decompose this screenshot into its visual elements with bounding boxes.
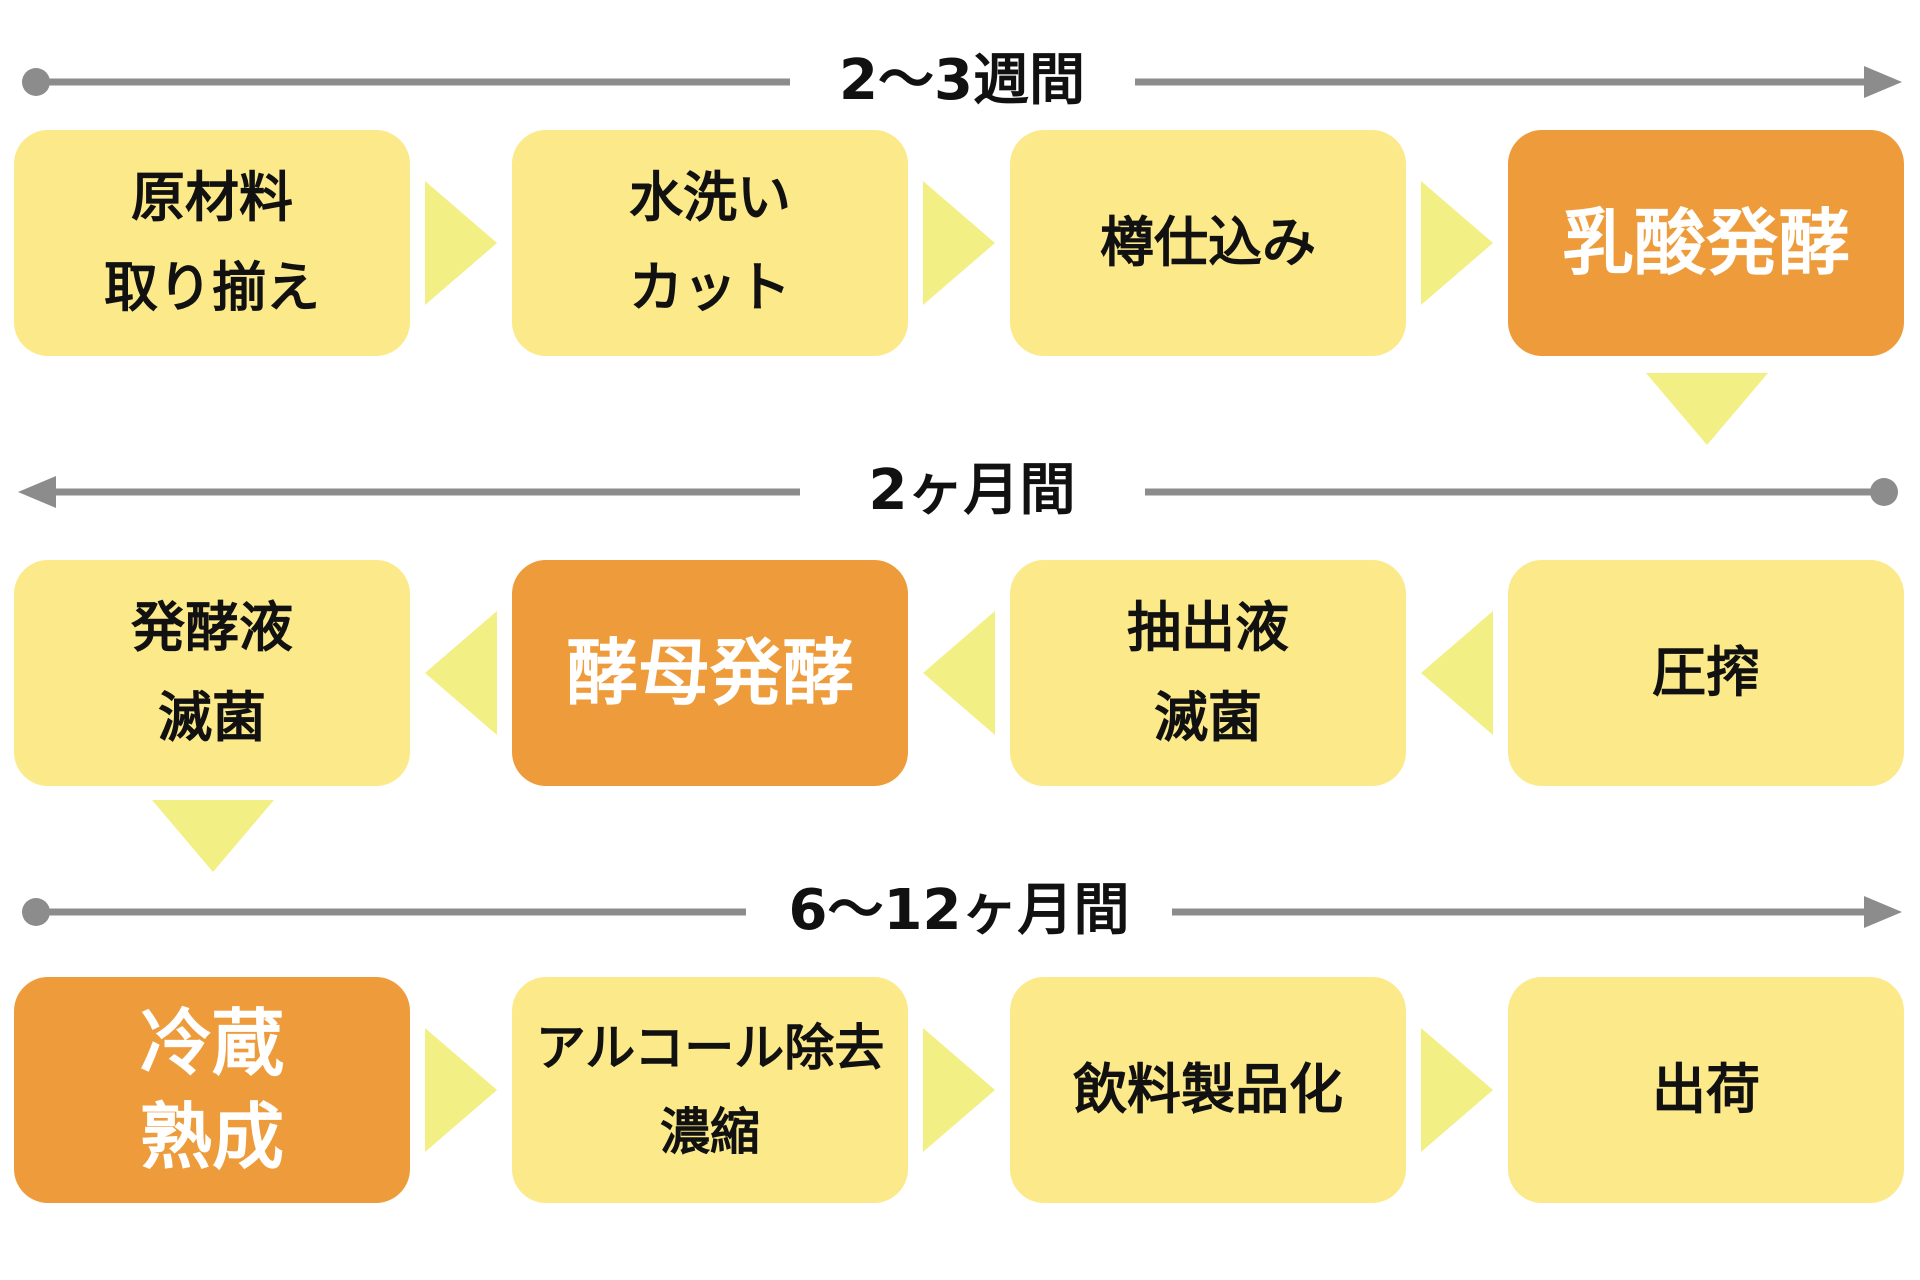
step-box-ferment-sterilize: 発酵液 滅菌: [14, 560, 410, 786]
connector-arrow-right: [923, 181, 995, 305]
step-label: 水洗い カット: [629, 166, 791, 319]
timeline-row-1: [22, 66, 1902, 98]
timeline-row-3: [22, 896, 1902, 928]
connector-arrow-left: [425, 611, 497, 735]
step-label: 発酵液 滅菌: [131, 596, 293, 749]
step-box-cold-aging: 冷蔵 熟成: [14, 977, 410, 1203]
timeline-arrowhead-left: [18, 476, 56, 508]
step-box-alcohol-removal: アルコール除去 濃縮: [512, 977, 908, 1203]
connector-arrow-left: [923, 611, 995, 735]
step-label: 酵母発酵: [565, 631, 854, 715]
step-label: 出荷: [1652, 1058, 1760, 1121]
connector-arrow-left: [1421, 611, 1493, 735]
step-box-wash-cut: 水洗い カット: [512, 130, 908, 356]
step-box-raw-materials: 原材料 取り揃え: [14, 130, 410, 356]
connector-arrow-right: [923, 1028, 995, 1152]
duration-label-row-3: 6〜12ヶ月間: [788, 878, 1130, 943]
connector-arrow-right: [1421, 1028, 1493, 1152]
step-label: 圧搾: [1652, 641, 1760, 704]
timeline-arrowhead-right: [1864, 896, 1902, 928]
step-box-lactic-fermentation: 乳酸発酵: [1508, 130, 1904, 356]
step-label: 原材料 取り揃え: [104, 166, 320, 319]
step-box-pressing: 圧搾: [1508, 560, 1904, 786]
step-label: アルコール除去 濃縮: [535, 1019, 885, 1161]
connector-arrow-down: [152, 800, 274, 872]
timeline-start-dot: [1870, 478, 1898, 506]
step-label: 冷蔵 熟成: [139, 1001, 284, 1179]
step-label: 乳酸発酵: [1561, 201, 1850, 285]
step-box-barrel: 樽仕込み: [1010, 130, 1406, 356]
connector-arrow-down: [1646, 373, 1768, 445]
duration-label-row-2: 2ヶ月間: [868, 458, 1076, 523]
step-label: 樽仕込み: [1100, 211, 1316, 274]
step-box-yeast-fermentation: 酵母発酵: [512, 560, 908, 786]
step-label: 抽出液 滅菌: [1127, 596, 1289, 749]
step-box-shipping: 出荷: [1508, 977, 1904, 1203]
connector-arrow-right: [425, 1028, 497, 1152]
connector-arrow-right: [425, 181, 497, 305]
timeline-row-2: [18, 476, 1898, 508]
step-box-beverage-production: 飲料製品化: [1010, 977, 1406, 1203]
step-box-extract-sterilize: 抽出液 滅菌: [1010, 560, 1406, 786]
duration-label-row-1: 2〜3週間: [839, 48, 1085, 113]
step-label: 飲料製品化: [1073, 1058, 1343, 1121]
timeline-arrowhead-right: [1864, 66, 1902, 98]
connector-arrow-right: [1421, 181, 1493, 305]
